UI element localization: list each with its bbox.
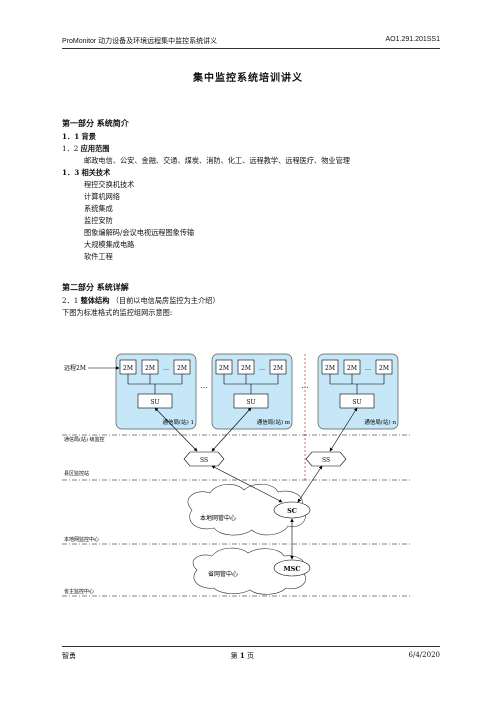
station-label: 通信局(站) n	[364, 418, 396, 426]
box-2m-label: 2M	[273, 365, 283, 372]
tech-item: 系统集成	[84, 204, 113, 213]
diagram-intro: 下图为标准格式的监控组网示意图:	[62, 308, 173, 317]
item-num: 1．1	[62, 132, 80, 141]
page-header: ProMonitor 动力设备及环境远程集中监控系统讲义 AO1.291.201…	[62, 36, 440, 46]
box-2m-label: 2M	[177, 365, 187, 372]
item-structure: 2．1 整体结构 （目前以电信局房监控为主介绍）	[62, 295, 442, 307]
tech-item: 计算机网络	[84, 192, 120, 201]
ellipsis: …	[259, 365, 265, 372]
header-left: ProMonitor 动力设备及环境远程集中监控系统讲义	[62, 38, 218, 45]
su-label: SU	[246, 399, 255, 406]
box-2m-label: 2M	[325, 365, 335, 372]
tech-item: 监控安防	[84, 216, 113, 225]
station-label: 通信局(站) 1	[162, 418, 194, 426]
item-scope: 1．2 应用范围	[62, 143, 442, 155]
level-label: 县区监控站	[64, 470, 89, 477]
box-2m-label: 2M	[219, 365, 229, 372]
item-label: 相关技术	[81, 168, 111, 177]
su-label: SU	[150, 399, 159, 406]
level-label: 本地网监控中心	[64, 536, 99, 543]
tech-item: 图象编解码/会议电视远程图象传输	[84, 228, 195, 237]
ellipsis: …	[201, 382, 208, 390]
ss-label: SS	[322, 457, 330, 464]
item-label: 背景	[81, 132, 96, 141]
box-2m-label: 2M	[347, 365, 357, 372]
box-2m-label: 2M	[379, 365, 389, 372]
page-num: 1	[239, 651, 245, 660]
ellipsis: …	[163, 365, 169, 372]
footer-left: 智勇	[62, 652, 76, 660]
item-num: 2．1	[62, 296, 79, 305]
level-label: 省主监控中心	[64, 588, 94, 595]
item-tech: 1．3 相关技术	[62, 167, 442, 179]
document-title: 集中监控系统培训讲义	[193, 73, 303, 84]
item-label: 整体结构	[80, 296, 110, 305]
page-pre: 第	[230, 652, 238, 660]
prov-center-label: 省网管中心	[208, 570, 238, 578]
tech-item: 程控交换机技术	[84, 180, 135, 189]
document-body: 第一部分 系统简介 1．1 背景 1．2 应用范围 邮政电信、公安、金融、交通、…	[62, 117, 442, 319]
ellipsis: …	[365, 365, 371, 372]
part2-heading: 第二部分 系统详解	[62, 282, 129, 292]
box-2m-label: 2M	[123, 365, 133, 372]
station-group-m: 2M 2M … 2M SU 通信局(站) m	[211, 353, 293, 430]
tech-list: 程控交换机技术 计算机网络 系统集成 监控安防 图象编解码/会议电视远程图象传输…	[62, 179, 442, 263]
item-note: （目前以电信局房监控为主介绍）	[111, 296, 220, 305]
local-center-label: 本地网管中心	[200, 514, 236, 522]
scope-text: 邮政电信、公安、金融、交通、煤炭、消防、化工、远程教学、远程医疗、物业管理	[84, 156, 350, 165]
footer-date: 6/4/2020	[408, 651, 440, 659]
page-number: 第 1 页	[231, 651, 254, 661]
sc-label: SC	[287, 507, 297, 515]
station-group-1: 2M 2M … 2M SU 通信局(站) 1	[115, 353, 197, 430]
part1-heading: 第一部分 系统简介	[62, 118, 129, 128]
header-right: AO1.291.201SS1	[385, 36, 441, 43]
tech-item: 软件工程	[84, 252, 113, 261]
msc-label: MSC	[283, 565, 300, 573]
station-label: 通信局(站) m	[257, 418, 291, 426]
page-post: 页	[246, 652, 254, 660]
item-num: 1．2	[62, 144, 79, 153]
su-label: SU	[352, 399, 361, 406]
item-label: 应用范围	[80, 144, 110, 153]
box-2m-label: 2M	[145, 365, 155, 372]
item-num: 1．3	[62, 168, 80, 177]
ss-label: SS	[200, 457, 208, 464]
tech-item: 大规模集成电路	[84, 240, 135, 249]
footer-rule	[62, 646, 440, 647]
box-2m-label: 2M	[241, 365, 251, 372]
header-rule	[62, 48, 440, 49]
station-group-n: 2M 2M … 2M SU 通信局(站) n	[317, 353, 399, 430]
page-footer: 智勇 第 1 页 6/4/2020	[62, 651, 440, 661]
level-label: 通信局(站) 级监控	[64, 436, 105, 443]
item-background: 1．1 背景	[62, 131, 442, 143]
network-diagram: 2M 2M … 2M SU 通信局(站) 1 2M 2M … 2M SU 通信局…	[62, 353, 410, 597]
remote-2m-label: 远程2M	[64, 364, 86, 372]
